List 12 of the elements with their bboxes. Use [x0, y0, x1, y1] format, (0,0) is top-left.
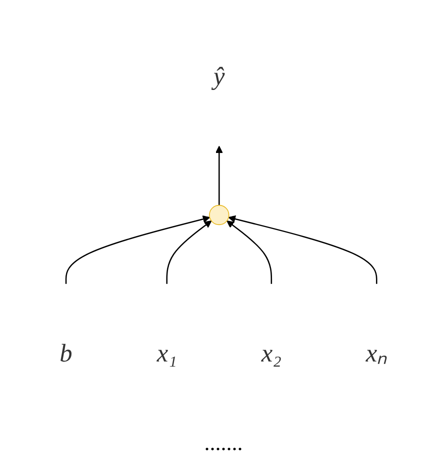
arrow: [215, 146, 223, 206]
node-text: ŷ: [214, 62, 225, 90]
node-text: xₙ: [366, 340, 388, 368]
node-text: x₂: [261, 340, 282, 368]
arrow: [228, 215, 378, 284]
node-text: b: [60, 340, 72, 368]
arrow: [65, 215, 210, 284]
ellipsis-note: .......: [204, 430, 243, 455]
arrow: [226, 220, 272, 284]
arrow: [166, 220, 212, 284]
node-circle: [209, 204, 230, 226]
node-text: x₁: [156, 340, 177, 368]
